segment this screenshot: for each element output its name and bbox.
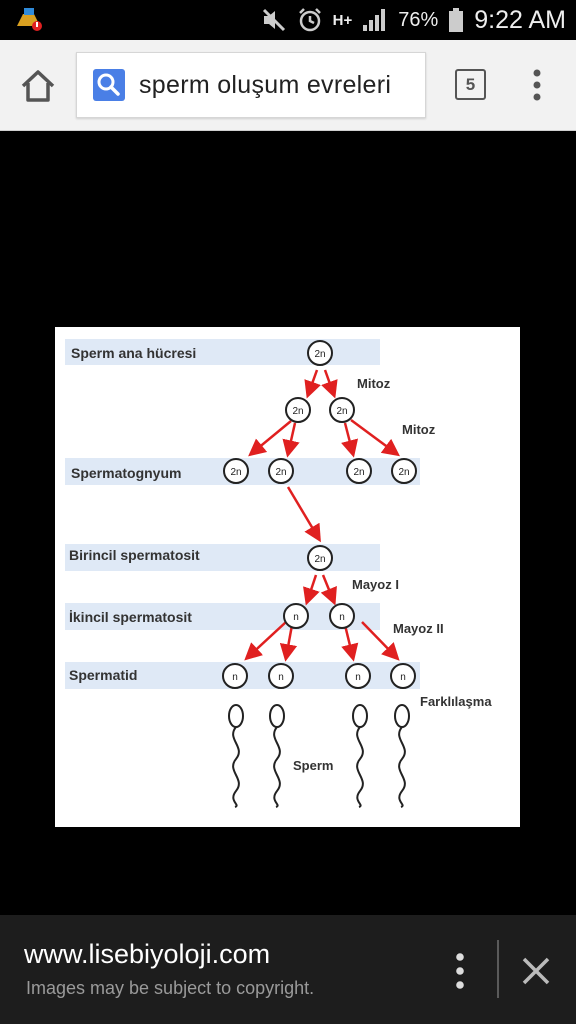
spermatogenesis-diagram: Sperm ana hücresi Spermatognyum Birincil… xyxy=(65,339,492,808)
cell-2n-mitoz-a: 2n xyxy=(285,397,311,423)
overflow-menu-icon[interactable] xyxy=(527,68,547,102)
cell-2n-spermatogonium-4: 2n xyxy=(391,458,417,484)
svg-text:2n: 2n xyxy=(230,467,241,478)
row-band-4 xyxy=(65,603,380,630)
cell-2n-row1: 2n xyxy=(307,340,333,366)
svg-text:2n: 2n xyxy=(275,467,286,478)
sperm-1 xyxy=(228,704,244,808)
search-query: sperm oluşum evreleri xyxy=(139,71,392,99)
browser-toolbar: sperm oluşum evreleri 5 xyxy=(0,40,576,131)
sperm-3 xyxy=(352,704,368,808)
source-site-link[interactable]: www.lisebiyoloji.com xyxy=(24,939,271,969)
close-icon[interactable] xyxy=(518,953,554,989)
cell-2n-spermatogonium-3: 2n xyxy=(346,458,372,484)
svg-text:n: n xyxy=(355,672,361,683)
svg-text:2n: 2n xyxy=(314,349,325,360)
image-options-icon[interactable] xyxy=(450,952,470,990)
svg-text:2n: 2n xyxy=(398,467,409,478)
search-input[interactable]: sperm oluşum evreleri xyxy=(76,52,426,118)
farklilasma-label: Farklılaşma xyxy=(420,694,492,709)
battery-icon xyxy=(449,8,464,32)
sperm-label: Sperm xyxy=(293,758,333,773)
svg-text:2n: 2n xyxy=(336,406,347,417)
alarm-icon xyxy=(298,8,321,32)
mitoz-label-1: Mitoz xyxy=(357,376,391,391)
cell-n-secondary-2: n xyxy=(329,603,355,629)
image-preview[interactable]: Sperm ana hücresi Spermatognyum Birincil… xyxy=(55,327,520,827)
row-label-4: İkincil spermatosit xyxy=(69,609,192,625)
search-icon xyxy=(93,69,125,101)
sperm-cells xyxy=(228,704,410,808)
cell-n-spermatid-3: n xyxy=(345,663,371,689)
network-type-label: H+ xyxy=(332,11,353,29)
home-icon[interactable] xyxy=(18,66,58,106)
svg-text:n: n xyxy=(278,672,284,683)
image-source-bar: www.lisebiyoloji.com Images may be subje… xyxy=(0,915,576,1024)
cell-2n-spermatogonium-1: 2n xyxy=(223,458,249,484)
row-label-2: Spermatognyum xyxy=(71,465,181,481)
sperm-2 xyxy=(269,704,285,808)
status-bar: H+ 76% 9:22 AM xyxy=(0,0,576,40)
svg-text:n: n xyxy=(400,672,406,683)
signal-icon xyxy=(363,9,386,31)
mayoz-2-label: Mayoz II xyxy=(393,621,444,636)
cell-2n-spermatogonium-2: 2n xyxy=(268,458,294,484)
mayoz-1-label: Mayoz I xyxy=(352,577,399,592)
svg-text:n: n xyxy=(339,612,345,623)
row-label-5: Spermatid xyxy=(69,667,137,683)
mute-icon xyxy=(262,8,285,32)
row-label-1: Sperm ana hücresi xyxy=(71,345,196,361)
cell-n-spermatid-1: n xyxy=(222,663,248,689)
sperm-4 xyxy=(394,704,410,808)
arrows xyxy=(244,369,401,662)
cleaner-app-icon xyxy=(17,8,42,31)
svg-text:n: n xyxy=(232,672,238,683)
cell-n-spermatid-2: n xyxy=(268,663,294,689)
svg-text:2n: 2n xyxy=(314,554,325,565)
cell-n-secondary-1: n xyxy=(283,603,309,629)
copyright-notice: Images may be subject to copyright. xyxy=(26,978,315,998)
mitoz-label-2: Mitoz xyxy=(402,422,436,437)
svg-text:2n: 2n xyxy=(292,406,303,417)
cell-n-spermatid-4: n xyxy=(390,663,416,689)
battery-percent: 76% xyxy=(398,8,439,31)
svg-text:2n: 2n xyxy=(353,467,364,478)
divider xyxy=(497,940,499,998)
cell-2n-mitoz-b: 2n xyxy=(329,397,355,423)
tab-switcher-button[interactable]: 5 xyxy=(455,69,486,100)
clock: 9:22 AM xyxy=(474,5,566,34)
row-label-3: Birincil spermatosit xyxy=(69,547,200,563)
svg-text:n: n xyxy=(293,612,299,623)
cell-2n-primary-spermatocyte: 2n xyxy=(307,545,333,571)
